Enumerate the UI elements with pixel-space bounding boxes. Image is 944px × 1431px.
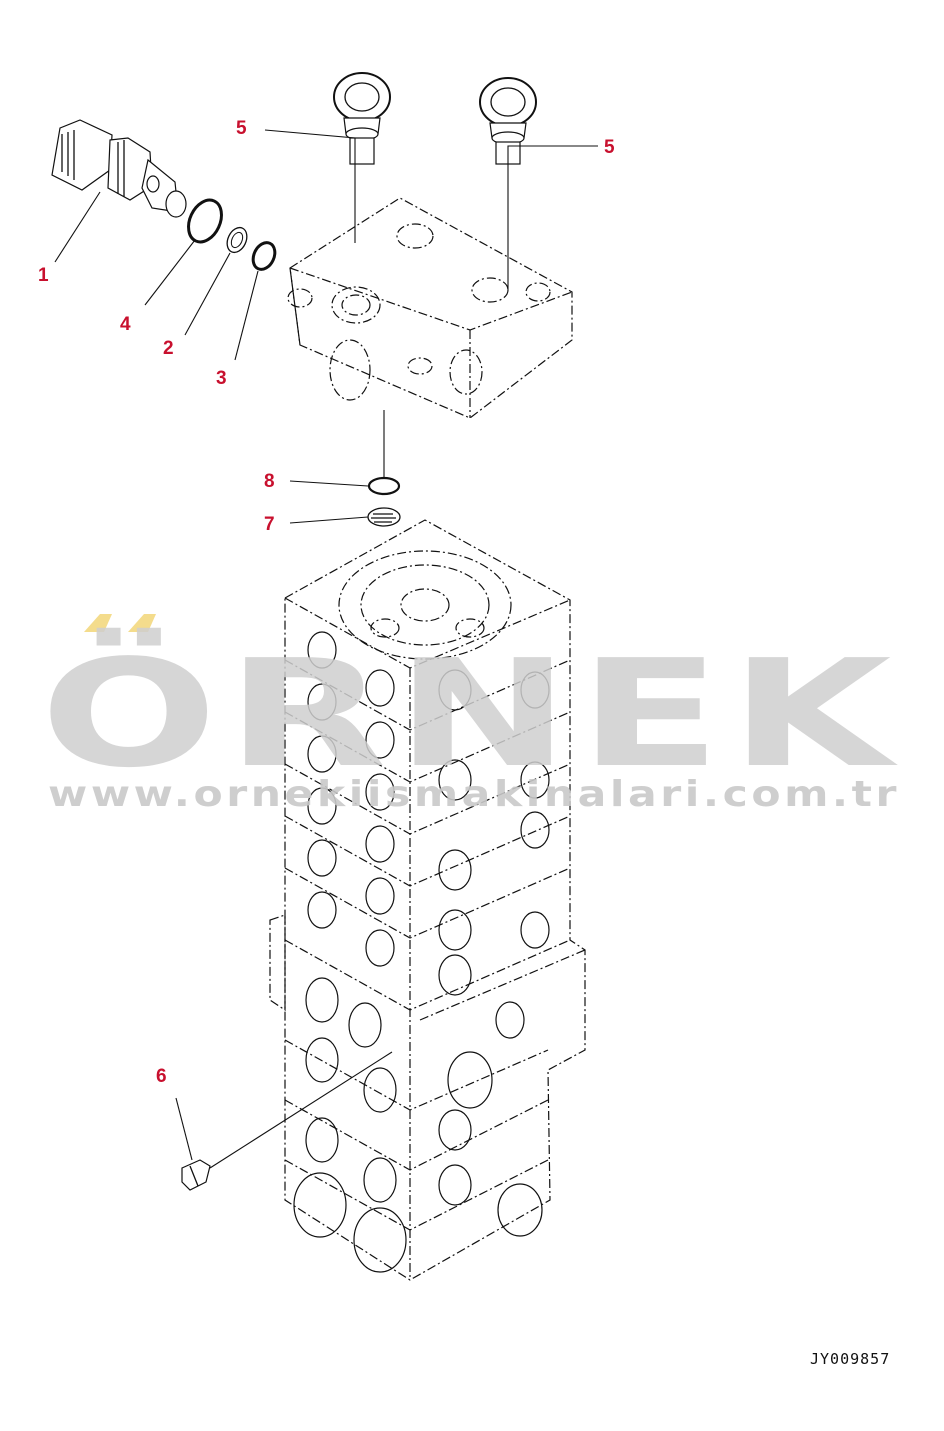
valve-sections	[284, 659, 571, 1231]
drawing-code: JY009857	[810, 1350, 890, 1368]
backup-ring-2	[226, 226, 248, 254]
control-valve-stack	[269, 519, 586, 1281]
leader-lines	[54, 129, 598, 1169]
o-ring-8	[367, 476, 401, 496]
port-holes	[293, 631, 550, 1273]
watermark: ÖRNEK www.ornekiismakinalari.com.tr	[40, 614, 900, 815]
plug-6	[181, 1159, 211, 1191]
callout-3: 3	[216, 368, 227, 389]
callout-7: 7	[264, 514, 275, 535]
watermark-accent-left	[84, 614, 112, 632]
watermark-url: www.ornekiismakinalari.com.tr	[48, 774, 900, 815]
o-ring-4	[187, 198, 223, 244]
eye-bolt-left	[333, 72, 391, 165]
relief-valve-cartridge	[51, 119, 187, 218]
o-ring-3	[251, 241, 277, 271]
callout-5-right: 5	[604, 137, 615, 158]
watermark-accent-right	[128, 614, 156, 632]
callout-6: 6	[156, 1066, 167, 1087]
callout-4: 4	[120, 314, 131, 335]
callout-2: 2	[163, 338, 174, 359]
callout-5-left: 5	[236, 118, 247, 139]
filter-7	[367, 507, 401, 527]
callout-8: 8	[264, 471, 275, 492]
top-cover-block	[287, 197, 573, 419]
callout-1: 1	[38, 265, 49, 286]
watermark-brand: ÖRNEK	[40, 627, 900, 800]
